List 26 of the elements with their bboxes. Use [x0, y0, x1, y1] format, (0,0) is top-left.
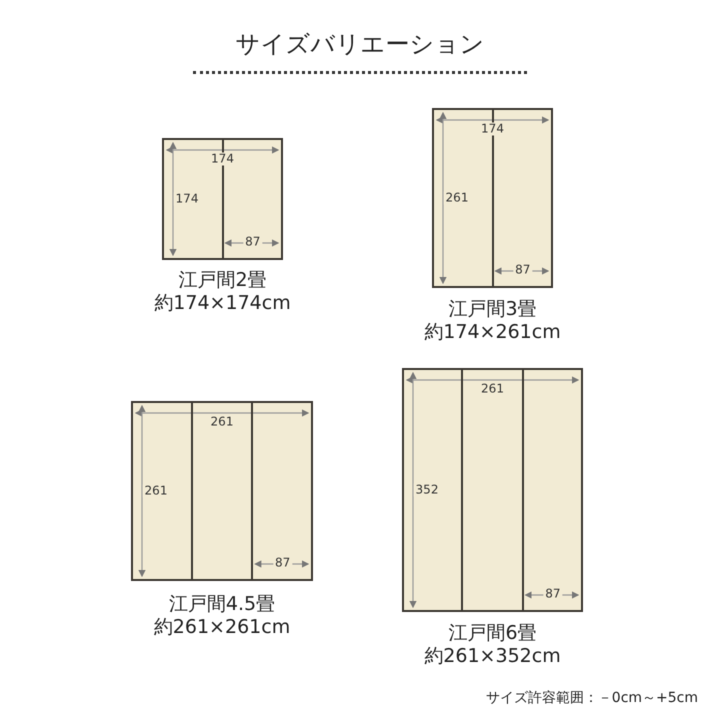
mat-name: 江戸間2畳 [177, 268, 268, 292]
dimension-label: 261 [208, 416, 236, 428]
title: サイズバリエーション [234, 29, 486, 60]
mat-size: 約174×261cm [423, 320, 562, 344]
mat-name: 江戸間6畳 [447, 621, 538, 645]
tatami-mat [162, 138, 283, 260]
mat-size: 約261×261cm [152, 615, 292, 639]
dimension-label: 261 [142, 484, 170, 498]
dimension-label: 261 [444, 192, 470, 204]
dimension-label: 174 [174, 192, 200, 206]
dimension-label: 174 [479, 122, 506, 136]
mat-name: 江戸間4.5畳 [168, 592, 276, 616]
tatami-mat [131, 401, 313, 581]
dimension-label: 87 [273, 556, 292, 570]
tolerance-note: サイズ許容範囲：－0cm～+5cm [486, 689, 698, 707]
mat-size: 約174×174cm [153, 291, 292, 315]
tatami-mat [432, 108, 553, 288]
dimension-label: 352 [414, 484, 440, 496]
tatami-mat [402, 368, 583, 612]
mat-size: 約261×352cm [423, 644, 562, 668]
dimension-label: 261 [479, 382, 506, 396]
dimension-label: 87 [243, 236, 262, 248]
dimension-label: 87 [543, 588, 562, 600]
dimension-label: 174 [209, 152, 236, 166]
mat-name: 江戸間3畳 [447, 297, 538, 321]
dimension-label: 87 [513, 264, 532, 276]
